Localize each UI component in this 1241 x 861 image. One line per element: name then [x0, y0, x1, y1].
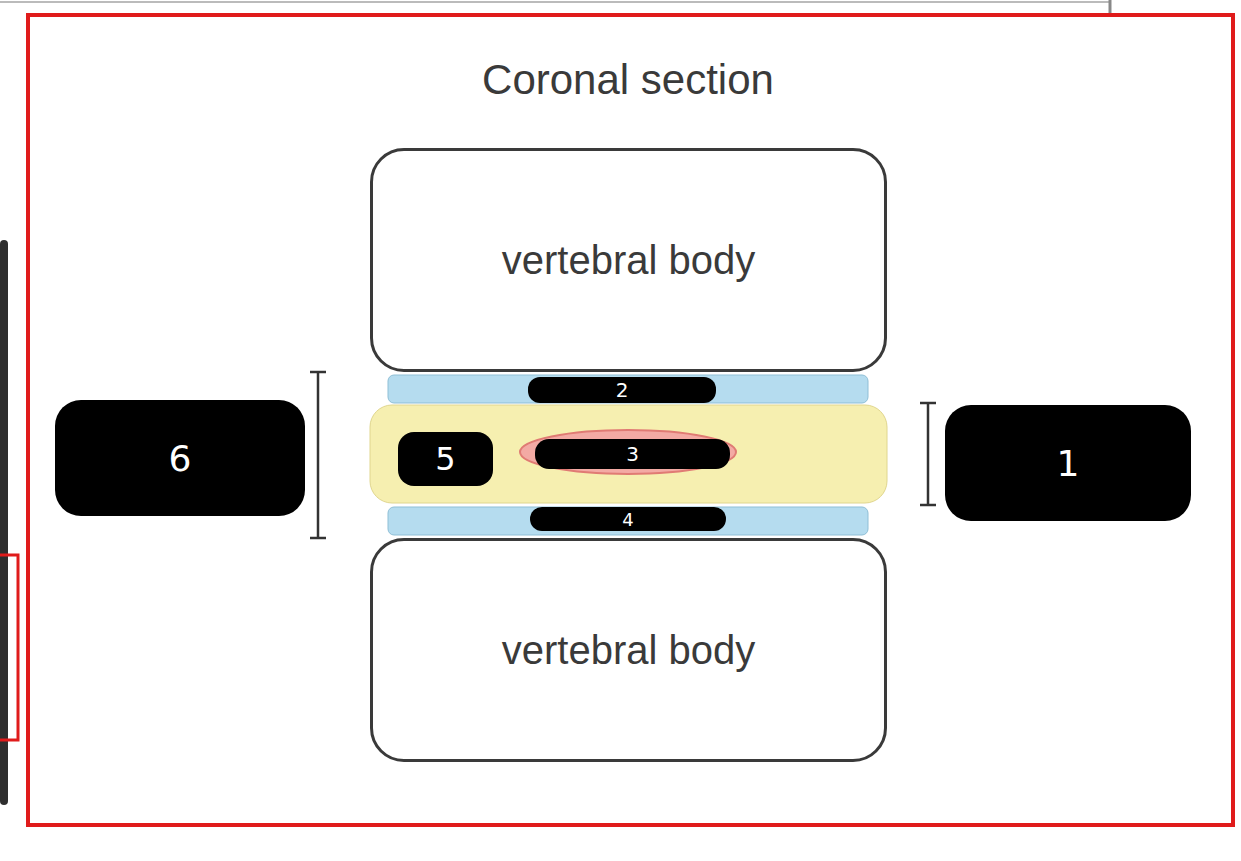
callout-number: 2	[616, 378, 629, 402]
redaction-patch: 6	[55, 400, 305, 516]
redaction-patch: 1	[945, 405, 1191, 521]
disc-bracket	[310, 372, 326, 538]
edge-line	[1109, 0, 1112, 14]
lower-endplate	[388, 507, 868, 535]
callout-number: 4	[622, 509, 633, 530]
frame	[28, 15, 1233, 825]
vertebral-body-box: vertebral body	[370, 148, 887, 372]
callout-number: 5	[435, 440, 455, 478]
callout-number: 1	[1057, 443, 1080, 484]
part-name: vertebral body	[502, 238, 755, 283]
edge-line	[0, 1, 1110, 3]
redaction-patch: 5	[398, 432, 493, 486]
part-name: vertebral body	[502, 628, 755, 673]
edge-frame	[0, 555, 18, 740]
callout-number: 3	[626, 442, 639, 466]
vertebral-body-box: vertebral body	[370, 538, 887, 762]
redaction-patch: 3	[535, 439, 730, 469]
edge-strip	[0, 240, 8, 805]
redaction-patch: 2	[528, 377, 716, 403]
nucleus-pulposus	[520, 430, 736, 474]
annulus-bracket	[920, 403, 936, 505]
upper-endplate	[388, 375, 868, 403]
diagram-title: Coronal section	[482, 56, 774, 104]
callout-number: 6	[169, 438, 192, 479]
annulus-fibrosus	[370, 405, 887, 503]
redaction-patch: 4	[530, 507, 726, 531]
